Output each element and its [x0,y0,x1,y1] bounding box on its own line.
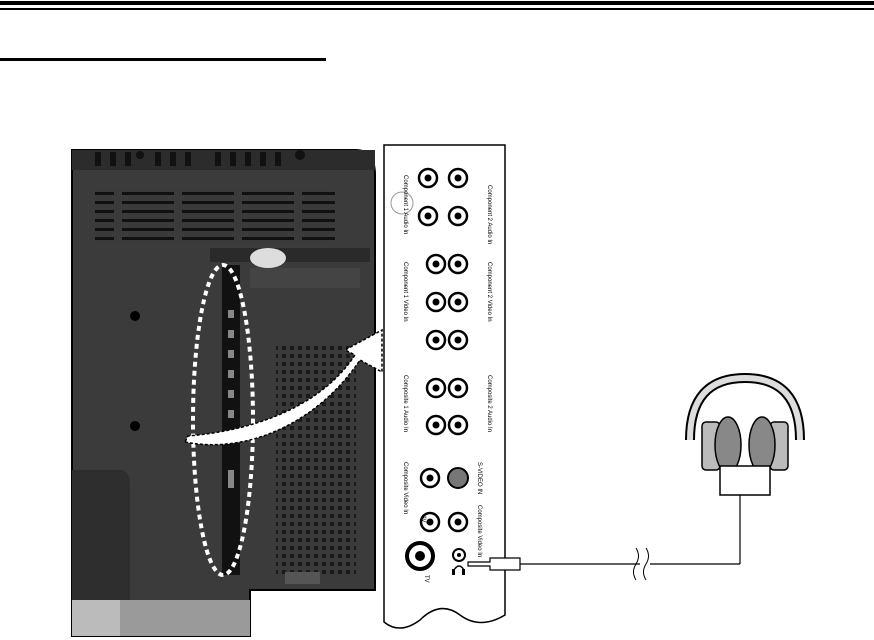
svideo-jack [447,467,469,489]
mount-hole [130,311,140,321]
header-rule-thin [0,8,874,10]
label-composite1-audio: Composite 1 Audio In [402,375,408,432]
section-title-underline [0,58,326,61]
rca-jack-pin [432,298,440,306]
rca-jack-pin [432,421,440,429]
rca-jack-pin [432,336,440,344]
connector-panel: Component 2 Audio In Component 1 Audio I… [383,144,506,629]
rca-jack-pin [454,174,462,182]
rca-jack-pin [454,298,462,306]
label-av: AV [420,515,426,523]
tv-rear-view [71,149,376,637]
rca-jack-pin [432,384,440,392]
curved-arrow-icon [183,328,383,446]
top-vent [95,190,335,242]
rca-jack-pin [454,518,462,526]
rca-jack-pin [454,384,462,392]
rca-jack-pin [432,260,440,268]
rca-jack-pin [426,474,434,482]
label-svideo: S-VIDEO IN [476,462,482,494]
label-component2-video: Component 2 Video In [486,262,492,322]
rca-jack-pin [424,174,432,182]
rca-jack-pin [424,212,432,220]
headphone-jack-icon [452,548,466,575]
header-rule-thick [0,1,874,5]
label-composite2-video: Composite Video In [476,505,482,557]
rca-jack-pin [454,260,462,268]
panel-marker [390,191,414,215]
rca-jack-pin [454,212,462,220]
rca-jack-pin [454,336,462,344]
label-component2-audio: Component 2 Audio In [486,185,492,244]
label-component1-audio: Component 1 Audio In [402,175,408,234]
tv-antenna-icon [405,541,435,571]
label-composite2-audio: Composite 2 Audio In [486,375,492,432]
headphone-icon [685,372,805,496]
mount-hole [130,421,140,431]
rca-jack-pin [454,421,462,429]
label-component1-video: Component 1 Video In [402,262,408,322]
connector-highlight [191,263,255,577]
rca-jack-pin [426,518,434,526]
label-tv: TV [423,575,429,583]
headphone-cable [467,495,741,581]
label-composite1-video: Composite Video In [402,462,408,514]
